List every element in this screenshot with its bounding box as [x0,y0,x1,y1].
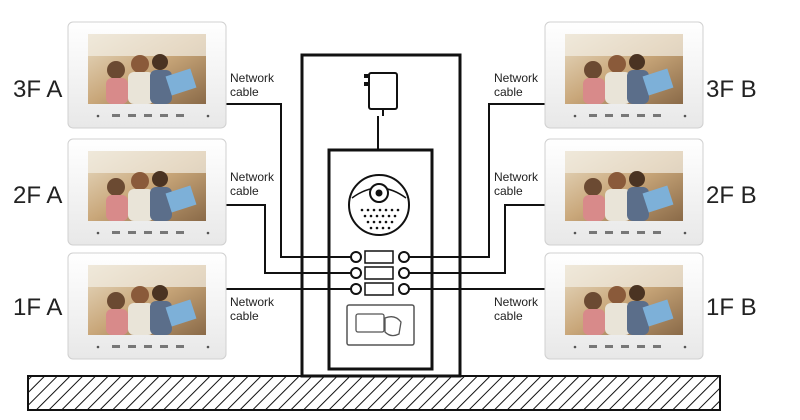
wall-enclosure [300,53,462,378]
rfid-card-icon [346,304,415,346]
network-cables [226,103,546,290]
floor-label-2fa: 2F A [13,182,62,209]
floor-label-3fa: 3F A [13,76,62,103]
indoor-monitor-3fb [544,21,704,129]
indoor-monitor-2fa [67,138,227,246]
floor-label-2fb: 2F B [706,182,757,209]
floor-label-1fa: 1F A [13,294,62,321]
camera-icon [348,174,410,236]
floor-label-3fb: 3F B [706,76,757,103]
call-button-icon [350,250,410,296]
floor-label-1fb: 1F B [706,294,757,321]
door-station [327,148,434,371]
indoor-monitor-1fa [67,252,227,360]
ground-hatch [27,375,721,411]
indoor-monitor-3fa [67,21,227,129]
indoor-monitor-1fb [544,252,704,360]
indoor-monitor-2fb [544,138,704,246]
power-adapter-icon [364,72,398,150]
